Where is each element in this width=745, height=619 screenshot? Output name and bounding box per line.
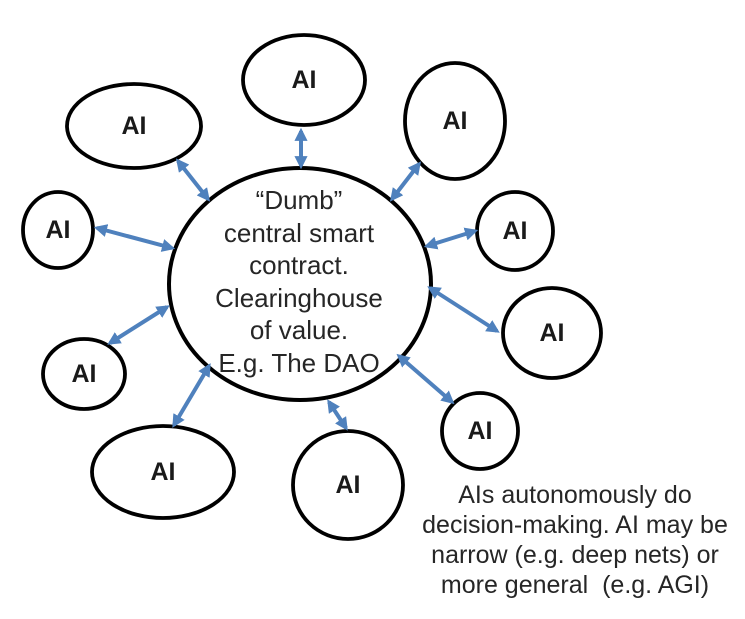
link-arrow-right-lower <box>427 286 500 333</box>
ai-node-label: AI <box>292 66 317 94</box>
connector-arrows <box>93 127 500 431</box>
ai-node-top-left: AI <box>65 82 203 170</box>
ai-node-label: AI <box>503 217 528 245</box>
satellite-nodes: AI AI AI AI AI AI AI AI AI AI <box>21 33 603 541</box>
ai-node-ellipse-right-lower <box>501 286 603 380</box>
central-text-line: “Dumb” <box>256 185 343 215</box>
ai-node-ellipse-top <box>241 33 367 127</box>
ai-node-top: AI <box>241 33 367 127</box>
ai-node-label: AI <box>443 107 468 135</box>
ai-node-label: AI <box>336 471 361 499</box>
ai-node-label: AI <box>540 319 565 347</box>
ai-node-bottom-right: AI <box>440 391 520 471</box>
ai-node-ellipse-bottom-right <box>440 391 520 471</box>
link-arrow-top-left <box>175 158 211 202</box>
ai-node-ellipse-top-left <box>65 82 203 170</box>
ai-node-right-upper: AI <box>475 190 555 272</box>
ai-node-ellipse-bottom-center <box>291 429 405 541</box>
ai-node-right-lower: AI <box>501 286 603 380</box>
ai-node-left-lower: AI <box>41 337 127 411</box>
caption-line: decision-making. AI may be <box>422 511 728 539</box>
ai-node-label: AI <box>46 216 71 244</box>
ai-node-ellipse-left-lower <box>41 337 127 411</box>
ai-node-label: AI <box>151 458 176 486</box>
central-text-line: central smart <box>224 218 375 248</box>
link-arrow-left-lower <box>107 305 170 345</box>
ai-node-top-right: AI <box>403 61 507 181</box>
annotation-caption: AIs autonomously do decision-making. AI … <box>392 480 745 600</box>
central-node-text: “Dumb” central smart contract. Clearingh… <box>215 185 383 378</box>
ai-node-label: AI <box>468 417 493 445</box>
ai-node-label: AI <box>122 112 147 140</box>
ai-node-left-upper: AI <box>21 190 95 270</box>
link-arrow-top-right <box>389 161 422 202</box>
caption-line: more general (e.g. AGI) <box>440 571 710 599</box>
central-text-line: Clearinghouse <box>215 283 383 313</box>
link-arrow-right-upper <box>423 227 479 250</box>
caption-line: AIs autonomously do <box>458 481 692 509</box>
ai-node-ellipse-top-right <box>403 61 507 181</box>
ai-node-bottom-left: AI <box>90 424 236 520</box>
ai-node-ellipse-bottom-left <box>90 424 236 520</box>
link-arrow-bottom-left <box>172 363 211 428</box>
central-text-line: E.g. The DAO <box>218 348 379 378</box>
central-text-line: of value. <box>250 315 348 345</box>
ai-node-ellipse-left-upper <box>21 190 95 270</box>
ai-node-label: AI <box>72 360 97 388</box>
caption-line: narrow (e.g. deep nets) or <box>431 541 719 569</box>
link-arrow-bottom-right <box>396 353 455 405</box>
link-arrow-left-upper <box>93 224 176 252</box>
central-text-line: contract. <box>249 250 349 280</box>
link-arrow-bottom-center <box>327 399 348 431</box>
ai-node-bottom-center: AI <box>291 429 405 541</box>
